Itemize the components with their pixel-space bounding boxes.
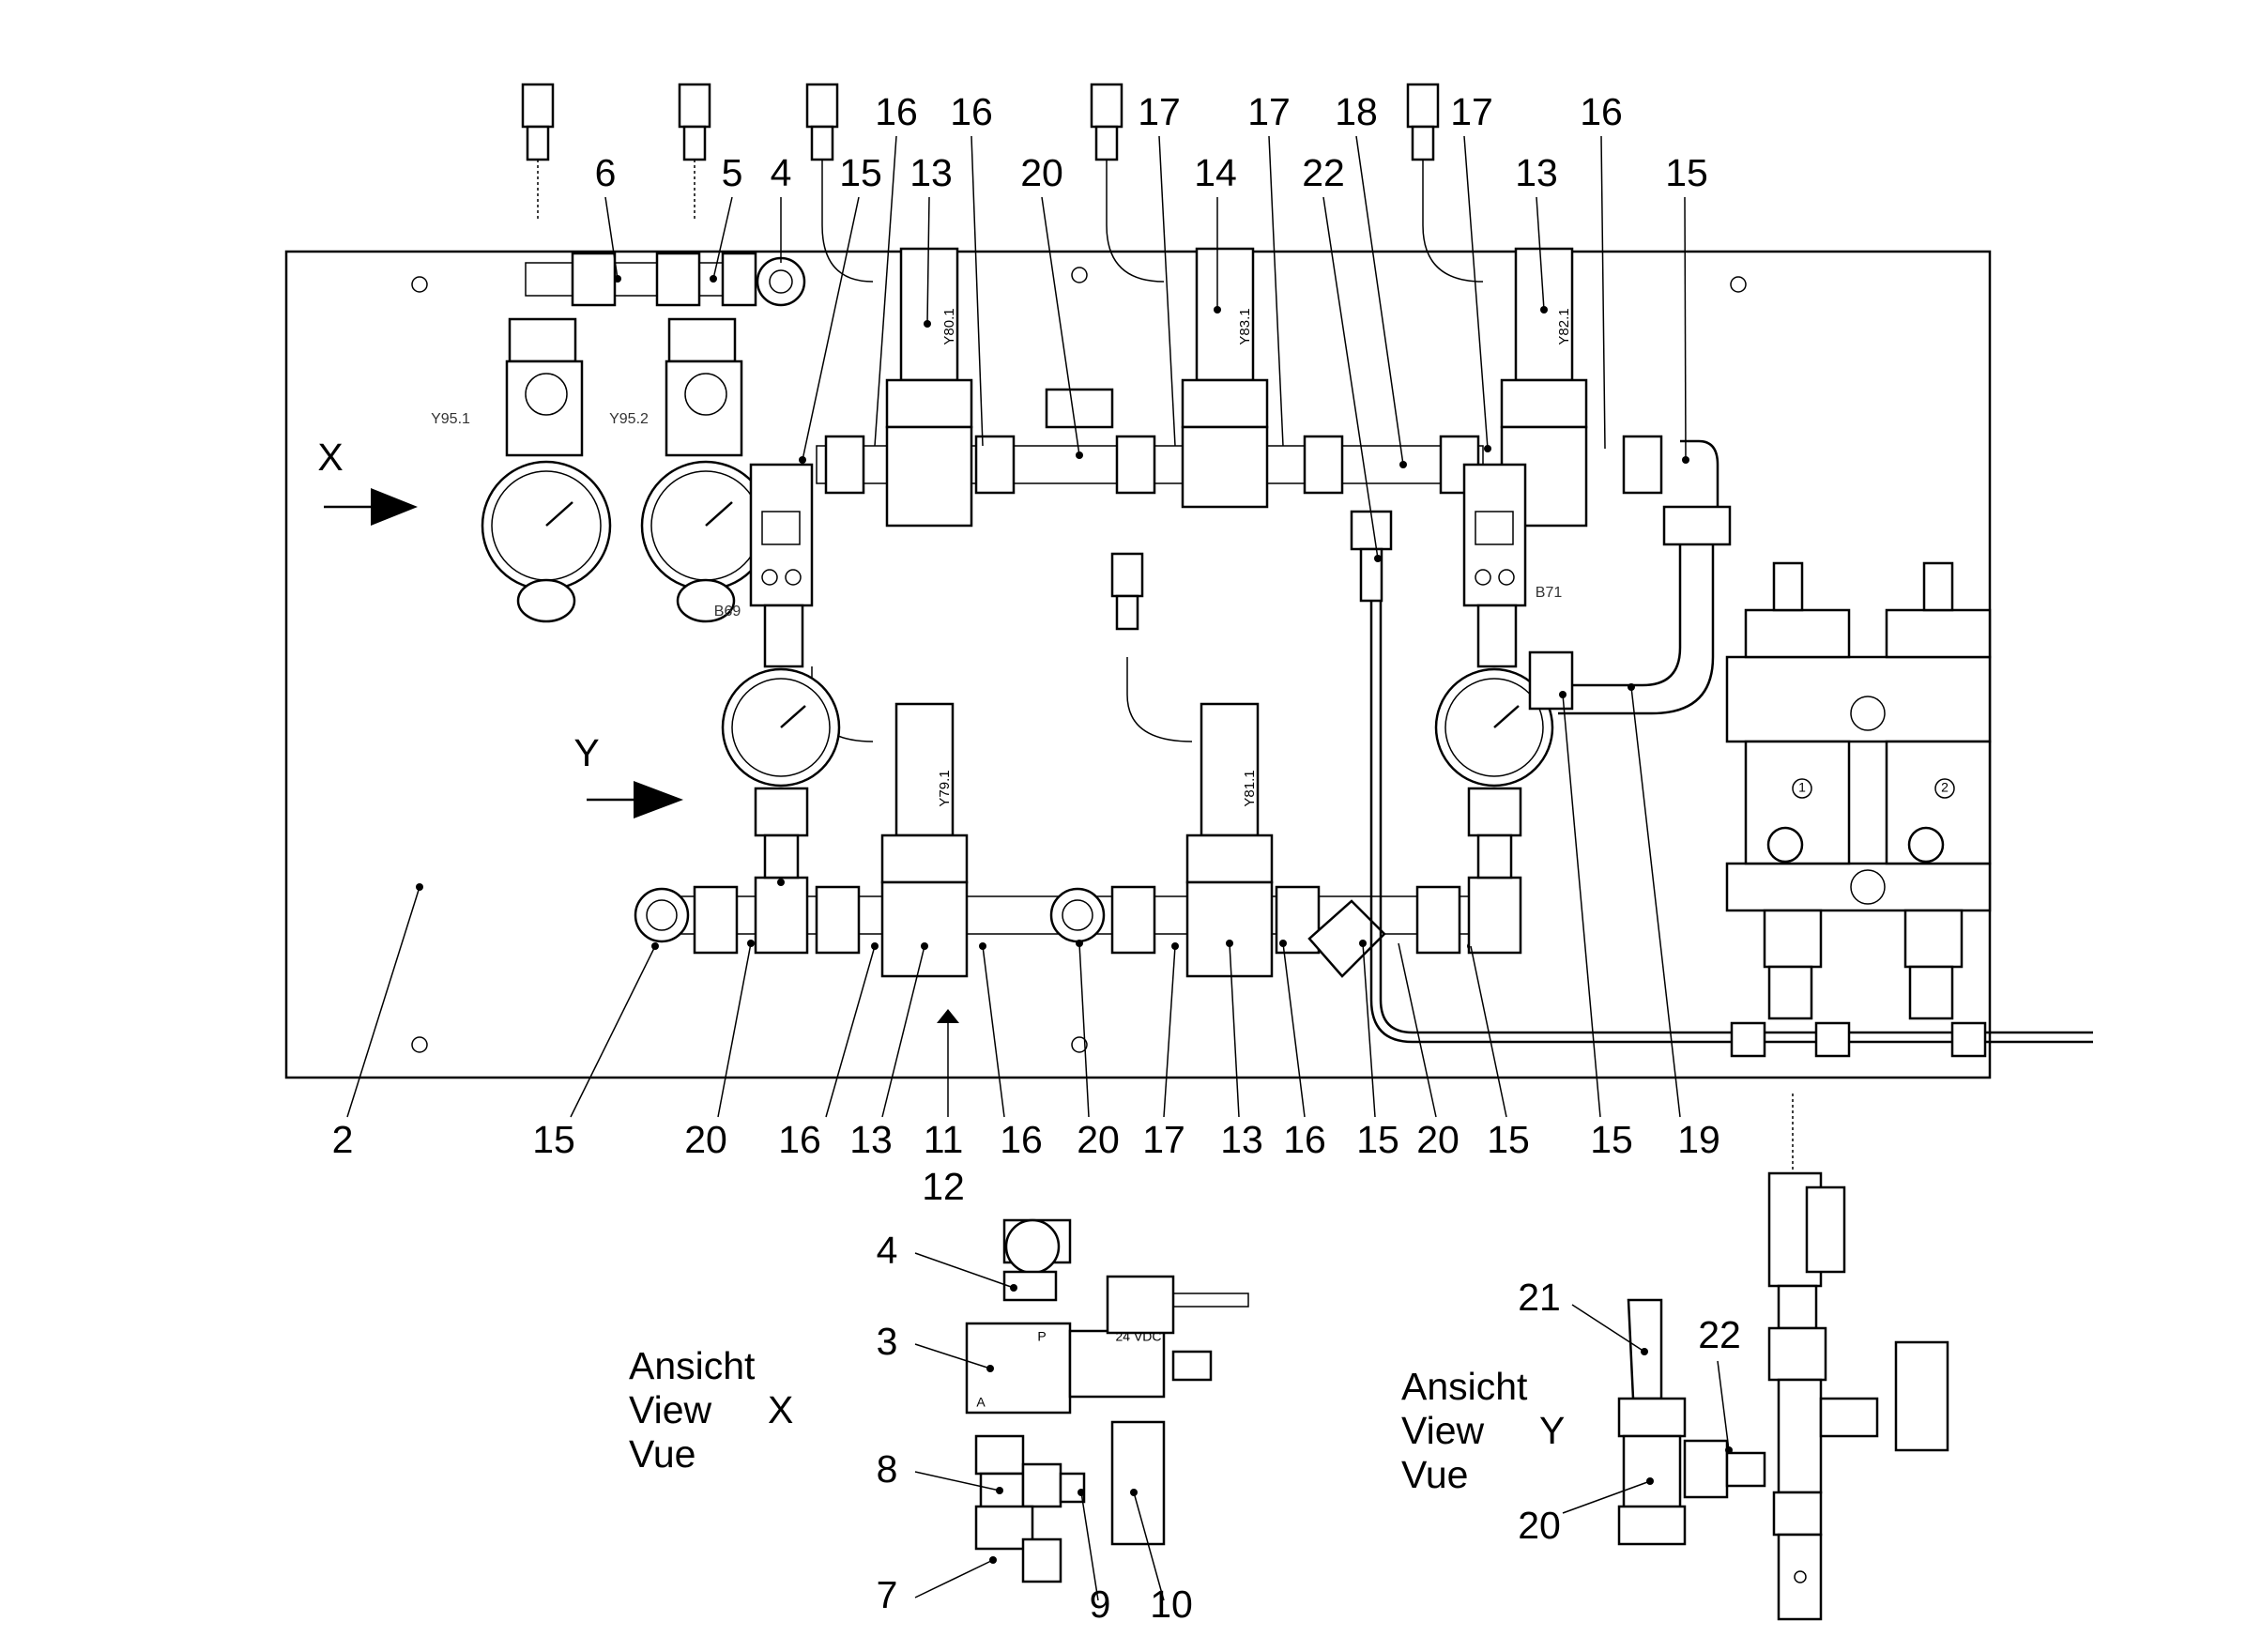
view-y-callout-20: 20: [1518, 1504, 1561, 1547]
leader-lines-top: [604, 135, 1687, 559]
tag-y81-1: Y81.1: [1242, 770, 1258, 806]
view-x-callout-4: 4: [877, 1229, 898, 1272]
leader-lines-bottom: [346, 686, 1681, 1118]
callout-20: 20: [684, 1118, 727, 1161]
callout-18: 18: [1335, 90, 1378, 133]
port-p-label: P: [1037, 1329, 1046, 1344]
view-y-callout-22: 22: [1698, 1313, 1741, 1356]
callout-15: 15: [1590, 1118, 1633, 1161]
cable-connector: [1090, 83, 1165, 283]
view-x-callout-9: 9: [1090, 1583, 1111, 1626]
view-x-callout-3: 3: [877, 1320, 898, 1363]
pressure-regulator-y95-2: [640, 317, 772, 623]
view-x-callout-7: 7: [877, 1573, 898, 1616]
callout-2: 2: [332, 1118, 354, 1161]
fitting-row-top: [525, 252, 806, 307]
port-a-label: A: [976, 1395, 986, 1410]
pressure-switch-b69: [721, 456, 841, 955]
signal-cables: [521, 83, 1484, 283]
callout-6: 6: [595, 151, 617, 194]
callout-15: 15: [1487, 1118, 1530, 1161]
pressure-switch-b71: [1434, 445, 1574, 955]
valve-tags: Y95.1 Y95.2 B69 B71 Y80.1 Y83.1 Y82.1 Y7…: [431, 308, 1572, 806]
vertical-pipe-22: [1350, 510, 2093, 1058]
callout-14: 14: [1194, 151, 1237, 194]
pump-block: 1 2: [1725, 561, 1992, 1020]
callouts-bottom: 2 15 20 16 13 11 12 16 20 17 13 16 15 20…: [332, 1118, 1720, 1208]
callout-20: 20: [1077, 1118, 1120, 1161]
callout-15: 15: [1665, 151, 1708, 194]
view-x-line2: View: [629, 1388, 712, 1431]
view-x-callout-8: 8: [877, 1447, 898, 1491]
solenoid-valve-y83-1: [1181, 247, 1269, 509]
pump-label-2: 2: [1941, 780, 1949, 795]
pressure-regulator-y95-1: [481, 317, 612, 623]
callout-13: 13: [909, 151, 953, 194]
solenoid-valve-y79-1: [880, 702, 969, 978]
lower-manifold: [634, 885, 1521, 978]
view-x-callout-10: 10: [1150, 1583, 1193, 1626]
coil-voltage-label: 24 VDC: [1115, 1329, 1161, 1344]
tag-y80-1: Y80.1: [941, 308, 957, 344]
callout-20: 20: [1416, 1118, 1460, 1161]
callout-15: 15: [532, 1118, 575, 1161]
view-y-line2: View: [1401, 1409, 1485, 1452]
callout-5: 5: [722, 151, 743, 194]
callout-20: 20: [1020, 151, 1063, 194]
tag-y79-1: Y79.1: [937, 770, 953, 806]
solenoid-valve-y80-1: [885, 247, 973, 528]
arrow-y: Y: [573, 731, 683, 818]
view-y-callout-21: 21: [1518, 1276, 1561, 1319]
tag-y82-1: Y82.1: [1556, 308, 1572, 344]
view-x-detail: Ansicht View Vue X P A 24 VDC 4: [629, 1218, 1249, 1626]
pump-label-1: 1: [1798, 780, 1806, 795]
callout-13: 13: [1220, 1118, 1263, 1161]
upper-manifold: [816, 388, 1732, 715]
tag-b69: B69: [714, 604, 741, 620]
cable-connector: [678, 83, 711, 221]
callout-17: 17: [1450, 90, 1493, 133]
callout-16: 16: [1000, 1118, 1043, 1161]
callout-16: 16: [950, 90, 993, 133]
callout-17: 17: [1142, 1118, 1185, 1161]
callout-13: 13: [849, 1118, 893, 1161]
arrow-x: X: [317, 436, 418, 526]
view-x-line1: Ansicht: [629, 1344, 756, 1387]
tag-b71: B71: [1536, 585, 1563, 601]
cable-connector: [1406, 83, 1484, 283]
view-x-line3: Vue: [629, 1432, 695, 1476]
tag-y95-2: Y95.2: [609, 411, 649, 427]
tag-y95-1: Y95.1: [431, 411, 470, 427]
callout-16: 16: [778, 1118, 821, 1161]
callout-16: 16: [1580, 90, 1623, 133]
view-y-letter: Y: [1539, 1409, 1565, 1452]
callout-16: 16: [1283, 1118, 1326, 1161]
callout-13: 13: [1515, 151, 1558, 194]
callout-11: 11: [924, 1118, 964, 1161]
callout-17: 17: [1247, 90, 1291, 133]
callout-16: 16: [875, 90, 918, 133]
callout-4: 4: [771, 151, 792, 194]
callout-15: 15: [839, 151, 882, 194]
callout-17: 17: [1138, 90, 1181, 133]
view-y-line1: Ansicht: [1401, 1365, 1528, 1408]
cable-connector: [805, 83, 874, 283]
callout-19: 19: [1677, 1118, 1720, 1161]
arrow-x-label: X: [317, 436, 343, 479]
arrow-y-label: Y: [573, 731, 599, 774]
callout-22: 22: [1302, 151, 1345, 194]
view-x-letter: X: [768, 1388, 793, 1431]
cable-connector: [521, 83, 555, 221]
callout-15: 15: [1356, 1118, 1399, 1161]
callout-12: 12: [922, 1165, 965, 1208]
tag-y83-1: Y83.1: [1237, 308, 1253, 344]
lower-cables: [811, 552, 1193, 742]
solenoid-valve-y81-1: [1185, 702, 1274, 978]
view-y-detail: Ansicht View Vue Y 21 22 20: [1401, 1094, 1949, 1621]
callouts-top: 6 5 4 15 16 16 13 20 17 14 17 22 18 17 1…: [595, 90, 1708, 194]
view-y-line3: Vue: [1401, 1453, 1468, 1496]
